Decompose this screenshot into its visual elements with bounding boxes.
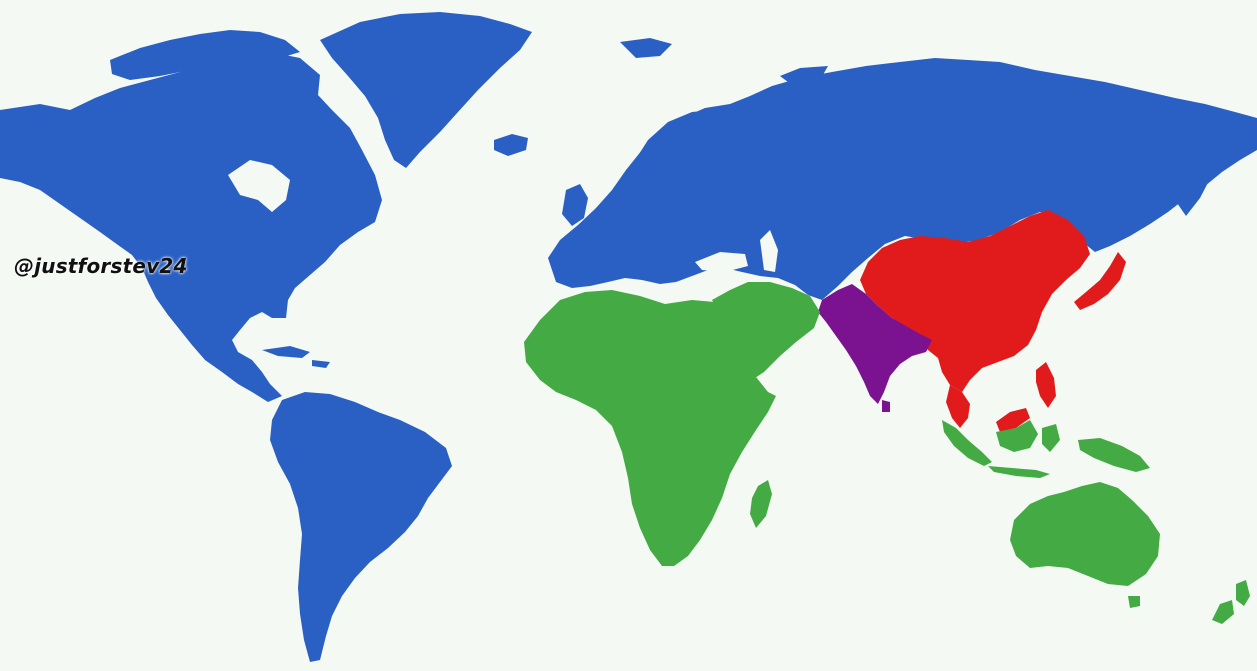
region-south-america — [270, 392, 452, 662]
region-new-zealand-north — [1236, 580, 1250, 606]
region-madagascar — [750, 480, 772, 528]
region-arctic-eurasia — [620, 38, 672, 58]
region-japan — [1074, 252, 1126, 310]
region-british-isles — [562, 184, 588, 226]
region-caribbean — [262, 346, 310, 358]
region-arctic-island-small — [120, 90, 165, 112]
region-borneo-north — [996, 408, 1030, 432]
hudson-bay — [228, 160, 290, 212]
region-greenland — [320, 12, 532, 168]
region-india — [818, 284, 932, 404]
region-caribbean-east — [312, 360, 330, 368]
region-africa — [524, 290, 776, 566]
region-middle-east — [712, 282, 820, 380]
region-philippines — [1036, 362, 1056, 408]
region-southeast-asia — [946, 385, 970, 428]
region-sri-lanka — [882, 400, 890, 412]
region-china-east-asia — [860, 210, 1090, 392]
region-novaya-zemlya — [780, 66, 828, 88]
watermark-text: @justforstev24 — [14, 254, 188, 278]
region-australia — [1010, 482, 1160, 586]
region-new-zealand-south — [1212, 600, 1234, 624]
region-arctic-islands — [110, 30, 300, 80]
caspian-sea — [760, 230, 778, 272]
region-indonesia-java — [988, 466, 1050, 478]
region-indonesia-west — [942, 420, 992, 466]
region-borneo — [996, 420, 1038, 452]
region-tasmania — [1128, 596, 1140, 608]
region-north-america — [0, 52, 382, 402]
region-iceland — [494, 134, 528, 156]
region-sulawesi — [1042, 424, 1060, 452]
region-scandinavia — [620, 110, 718, 206]
black-sea — [695, 252, 748, 272]
region-kamchatka — [1175, 160, 1212, 216]
region-new-guinea — [1078, 438, 1150, 472]
